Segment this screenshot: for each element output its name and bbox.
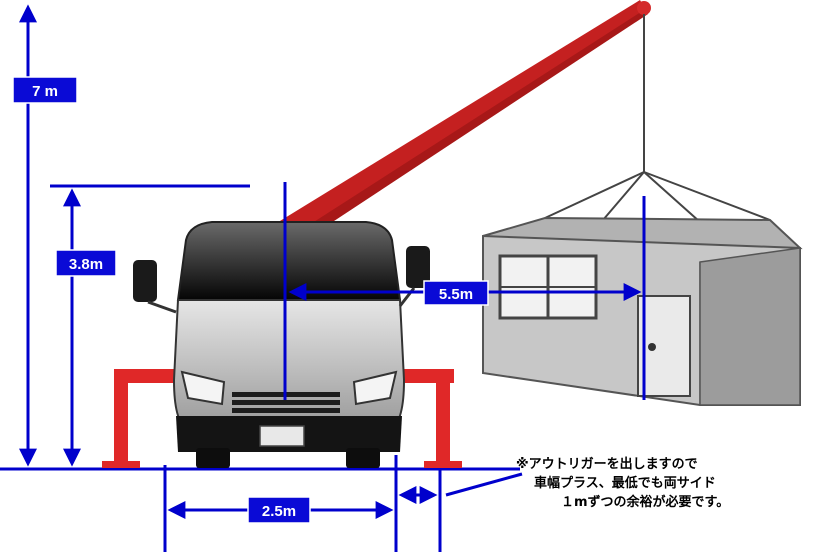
prefab-building	[482, 216, 803, 406]
crane-boom	[262, 0, 651, 246]
note-line-2: 車幅プラス、最低でも両サイド	[534, 475, 716, 491]
crane-height-label: 7 m	[12, 76, 78, 104]
svg-text:5.5m: 5.5m	[439, 286, 473, 303]
truck	[133, 221, 430, 468]
license-plate	[259, 425, 305, 447]
building-door	[637, 295, 691, 397]
truck-height-label: 3.8m	[55, 249, 117, 277]
svg-text:3.8m: 3.8m	[69, 256, 103, 273]
svg-text:7 m: 7 m	[32, 83, 58, 100]
right-mirror	[406, 246, 430, 288]
reach-label: 5.5m	[423, 280, 489, 306]
note-pointer-line	[445, 472, 523, 497]
note-line-3: １mずつの余裕が必要です。	[561, 494, 729, 510]
truck-width-label: 2.5m	[247, 496, 311, 524]
outriggers	[102, 369, 462, 468]
outrigger-note: ※アウトリガーを出しますので 車幅プラス、最低でも両サイド １mずつの余裕が必要…	[516, 456, 729, 510]
svg-text:2.5m: 2.5m	[262, 503, 296, 520]
note-line-1: ※アウトリガーを出しますので	[516, 456, 698, 472]
left-mirror	[133, 260, 157, 302]
crane-cable	[544, 14, 771, 223]
